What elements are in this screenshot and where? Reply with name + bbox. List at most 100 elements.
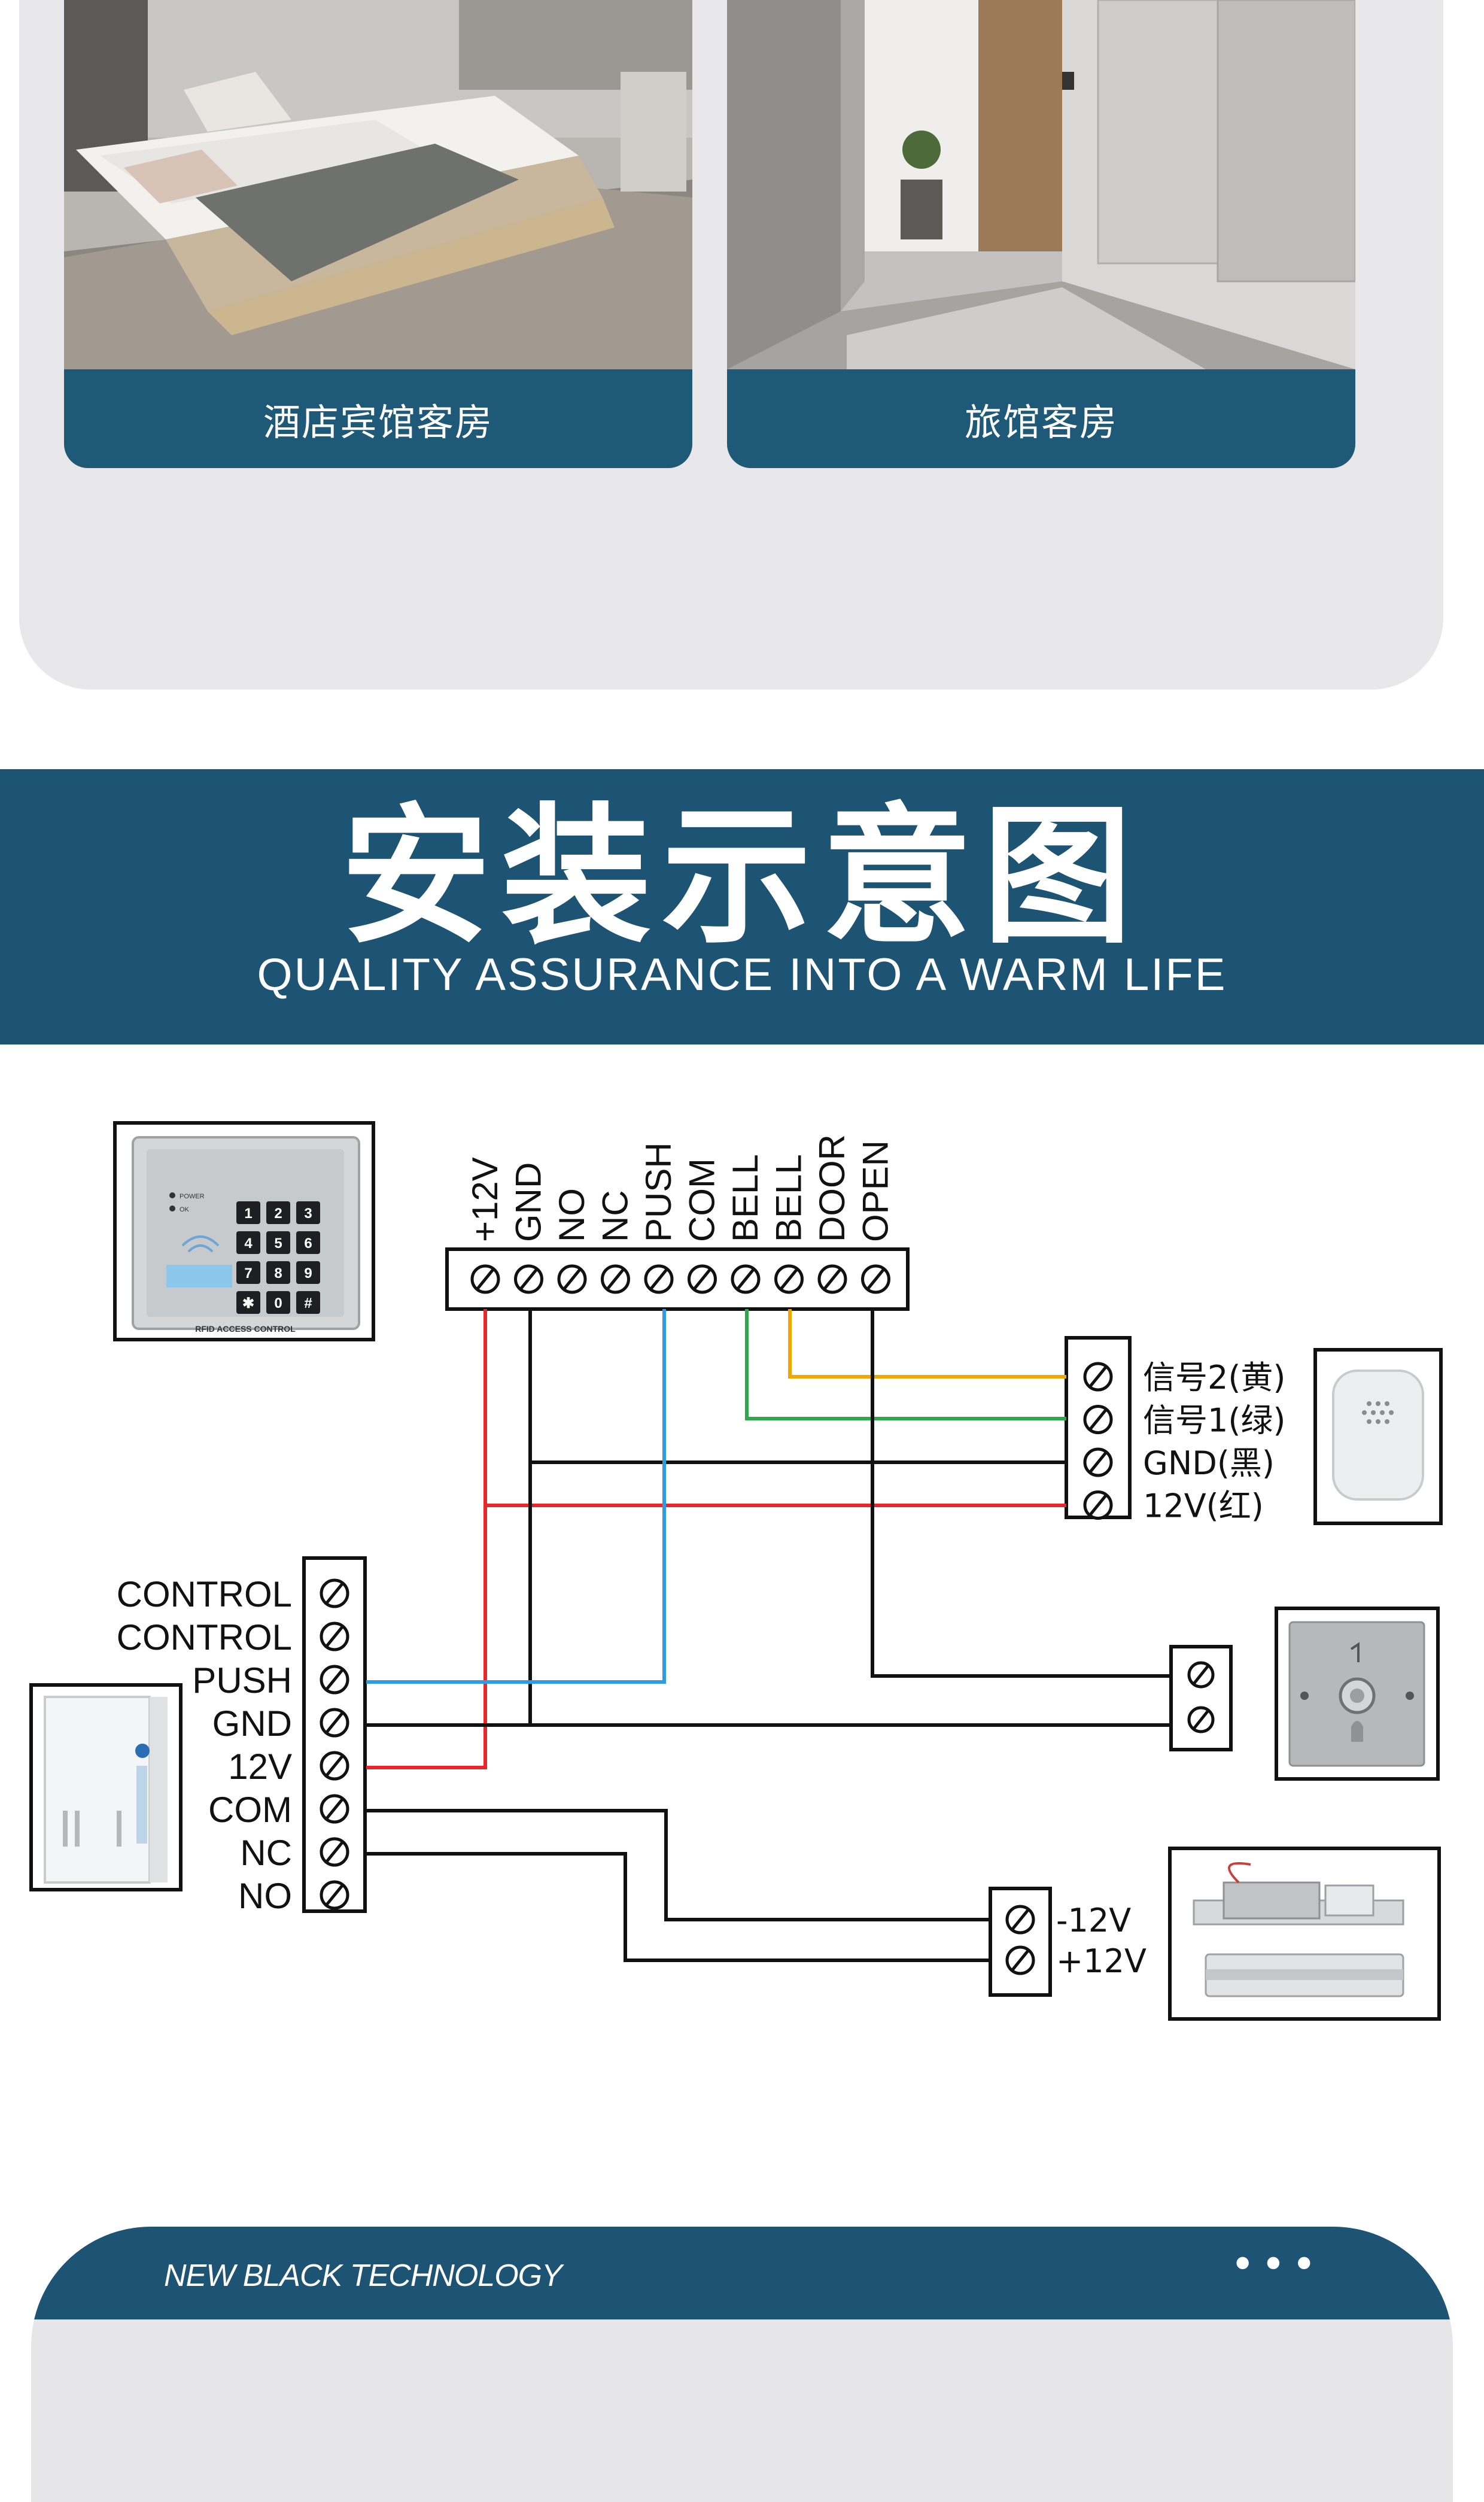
terminal-screw-icon	[601, 1264, 630, 1294]
magnetic-lock-device	[1168, 1847, 1441, 2021]
terminal-label: OPEN	[856, 1140, 896, 1242]
terminal-screw-icon	[320, 1578, 349, 1608]
terminal-screw-icon	[1083, 1490, 1113, 1520]
power-supply-device	[29, 1683, 183, 1891]
keypad-key	[236, 1291, 260, 1314]
keypad-label: RFID ACCESS CONTROL	[195, 1324, 296, 1334]
keypad-key-label: 6	[304, 1235, 312, 1252]
terminal-label: GND	[509, 1162, 549, 1242]
terminal-label: GND(黑)	[1143, 1444, 1275, 1482]
terminal-label: NO	[238, 1876, 292, 1916]
hallway-photo	[727, 0, 1355, 369]
keypad-key-label: 1	[244, 1206, 252, 1222]
keypad-key-label: #	[304, 1295, 312, 1311]
terminal-screw-icon	[1083, 1405, 1113, 1434]
keypad-key-label: 3	[304, 1206, 312, 1222]
keypad-key	[296, 1291, 320, 1314]
terminal-label: PUSH	[192, 1660, 292, 1701]
terminal-screw-icon	[320, 1622, 349, 1651]
terminal-label: 12V	[228, 1747, 292, 1787]
terminal-label: CONTROL	[117, 1574, 292, 1614]
keypad-key-label: ✱	[242, 1295, 254, 1311]
hand-icon	[1351, 1721, 1363, 1742]
terminal-screw-icon	[320, 1708, 349, 1738]
terminal-screw-icon	[774, 1264, 804, 1294]
terminal-screw-icon	[320, 1794, 349, 1824]
keypad-key-label: 4	[244, 1235, 253, 1252]
keypad-key-label: 0	[274, 1295, 282, 1311]
banner-title: 安装示意图	[341, 790, 1143, 964]
keypad-key	[266, 1201, 290, 1224]
terminal-screw-icon	[320, 1665, 349, 1695]
keypad-key	[296, 1231, 320, 1254]
hotel-room-photo	[64, 0, 692, 369]
terminal-label: 12V(红)	[1143, 1487, 1264, 1525]
terminal-label: PUSH	[638, 1142, 679, 1242]
terminal-screw-icon	[514, 1264, 543, 1294]
terminal-screw-icon	[644, 1264, 674, 1294]
exit-button-terminal-block	[1169, 1645, 1233, 1751]
terminal-screw-icon	[817, 1264, 847, 1294]
speaker-grille-icon	[1362, 1401, 1394, 1424]
rfid-icon	[181, 1235, 220, 1253]
terminal-screw-icon	[688, 1264, 717, 1294]
feature-card-header: NEW BLACK TECHNOLOGY •••	[31, 2227, 1453, 2319]
terminal-screw-icon	[320, 1837, 349, 1867]
terminal-label: +12V	[465, 1157, 505, 1242]
scene-panel: 酒店宾馆客房 旅馆客房	[19, 0, 1443, 690]
terminal-label: COM	[208, 1790, 292, 1830]
keypad-key	[296, 1261, 320, 1284]
terminal-screw-icon	[1083, 1362, 1113, 1392]
wires	[366, 1309, 1171, 1962]
scene-caption: 旅馆客房	[964, 400, 1118, 444]
install-banner: 安装示意图 QUALITY ASSURANCE INTO A WARM LIFE	[0, 769, 1484, 1044]
scene-caption: 酒店宾馆客房	[263, 400, 493, 444]
keypad-key	[266, 1231, 290, 1254]
terminal-label: -12V	[1056, 1902, 1131, 1939]
more-dots-icon[interactable]: •••	[1230, 2240, 1322, 2289]
terminal-label: DOOR	[812, 1134, 852, 1242]
terminal-label: +12V	[1056, 1942, 1147, 1980]
terminal-label: NO	[552, 1188, 592, 1242]
keypad-key	[236, 1231, 260, 1254]
terminal-label: 信号1(绿)	[1143, 1402, 1286, 1440]
feature-card: NEW BLACK TECHNOLOGY •••	[31, 2227, 1453, 2502]
terminal-label: GND	[212, 1704, 292, 1744]
keypad-led-label: POWER	[180, 1193, 205, 1200]
terminal-screw-icon	[320, 1751, 349, 1781]
terminal-label: NC	[240, 1833, 292, 1873]
scene-card-hostel[interactable]: 旅馆客房	[727, 0, 1355, 468]
exit-door-icon	[1350, 1642, 1360, 1662]
scene-card-hotel[interactable]: 酒店宾馆客房	[64, 0, 692, 468]
keypad-key	[296, 1201, 320, 1224]
terminal-screw-icon	[320, 1880, 349, 1910]
terminal-label: 信号2(黄)	[1143, 1359, 1286, 1396]
keypad-key	[236, 1201, 260, 1224]
rfid-pad	[166, 1265, 232, 1288]
terminal-screw-icon	[470, 1264, 500, 1294]
keypad-key	[266, 1291, 290, 1314]
lock-terminal-block: -12V+12V	[989, 1887, 1147, 1997]
keypad-key-label: 5	[274, 1235, 282, 1252]
terminal-screw-icon	[731, 1264, 761, 1294]
keypad-key	[266, 1261, 290, 1284]
keypad-key-label: 8	[274, 1265, 282, 1282]
terminal-label: BELL	[769, 1154, 809, 1242]
banner-subtitle: QUALITY ASSURANCE INTO A WARM LIFE	[257, 949, 1227, 1000]
doorbell-terminal-block: 信号2(黄) 信号1(绿) GND(黑) 12V(红)	[1065, 1336, 1286, 1525]
keypad-led-label: OK	[180, 1206, 190, 1213]
keypad-key-label: 9	[304, 1265, 312, 1282]
exit-button-device	[1275, 1607, 1440, 1781]
terminal-screw-icon	[557, 1264, 587, 1294]
terminal-label: BELL	[725, 1154, 765, 1242]
keypad-key	[236, 1261, 260, 1284]
terminal-screw-icon	[1083, 1447, 1113, 1477]
doorbell-device	[1313, 1348, 1443, 1525]
terminal-screw-icon	[1005, 1945, 1035, 1975]
keypad-key-label: 7	[244, 1265, 252, 1282]
